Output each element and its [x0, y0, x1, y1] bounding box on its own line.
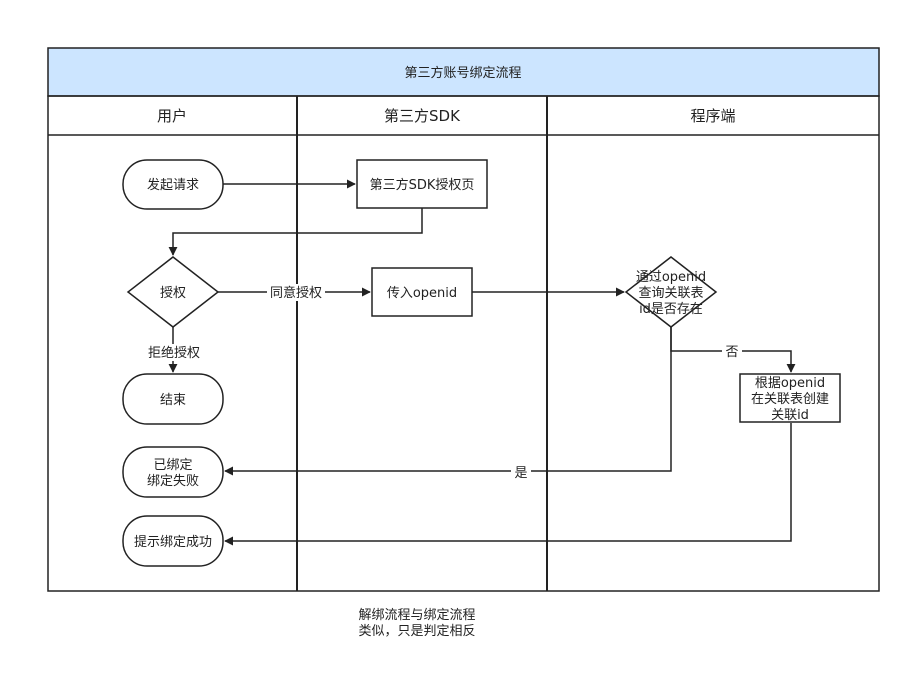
node-pass-openid: 传入openid [371, 267, 473, 317]
lane-sdk-title: 第三方SDK [384, 107, 461, 125]
node-create-link: 根据openid 在关联表创建 关联id [739, 373, 841, 423]
edge-labels: 同意授权 拒绝授权 否 是 [145, 284, 742, 481]
pool-body [47, 95, 880, 592]
footnote: 解绑流程与绑定流程 类似，只是判定相反 [317, 608, 517, 640]
swimlane-pool: 第三方账号绑定流程 用户 第三方SDK 程序端 [47, 47, 880, 592]
node-start: 发起请求 [122, 159, 224, 210]
node-already-bound-line1: 已绑定 [153, 458, 192, 473]
node-create-label-line2: 在关联表创建 [751, 392, 829, 407]
node-bind-success-label: 提示绑定成功 [134, 534, 212, 550]
edge-label-agree: 同意授权 [270, 285, 322, 301]
edge-label-no: 否 [725, 345, 738, 360]
node-create-label-line1: 根据openid [755, 376, 825, 391]
node-check-label-line1: 通过openid [636, 270, 706, 285]
node-end: 结束 [122, 373, 224, 425]
pool-title: 第三方账号绑定流程 [404, 65, 521, 81]
node-already-bound-line2: 绑定失败 [147, 474, 199, 489]
node-start-label: 发起请求 [147, 177, 199, 193]
node-sdk-auth-page-label: 第三方SDK授权页 [370, 177, 475, 193]
footnote-line2: 类似，只是判定相反 [358, 624, 476, 639]
flow-nodes: 发起请求 第三方SDK授权页 授权 结束 传入openid 通过openid 查… [122, 159, 841, 567]
node-check-decision: 通过openid 查询关联表 id是否存在 [624, 256, 718, 328]
node-create-label-line3: 关联id [771, 408, 809, 423]
node-end-label: 结束 [160, 393, 186, 408]
node-check-label-line3: id是否存在 [639, 302, 703, 317]
node-pass-openid-label: 传入openid [387, 286, 457, 301]
edge-check-to-bound [224, 327, 672, 476]
node-authorize-decision: 授权 [126, 256, 220, 328]
pool-header [47, 47, 880, 97]
flow-edges [168, 179, 796, 546]
edge-create-to-success [224, 423, 792, 546]
node-sdk-auth-page: 第三方SDK授权页 [356, 159, 488, 209]
lane-server-title: 程序端 [690, 107, 735, 125]
edge-label-reject: 拒绝授权 [148, 345, 200, 361]
lane-user-title: 用户 [157, 107, 187, 125]
node-check-label-line2: 查询关联表 [638, 286, 703, 301]
edge-sdk-to-authorize [168, 208, 423, 256]
footnote-line1: 解绑流程与绑定流程 [358, 608, 476, 623]
node-authorize-label: 授权 [160, 285, 186, 301]
node-already-bound: 已绑定 绑定失败 [122, 446, 224, 498]
node-bind-success: 提示绑定成功 [122, 515, 224, 567]
edge-label-yes: 是 [514, 466, 527, 481]
